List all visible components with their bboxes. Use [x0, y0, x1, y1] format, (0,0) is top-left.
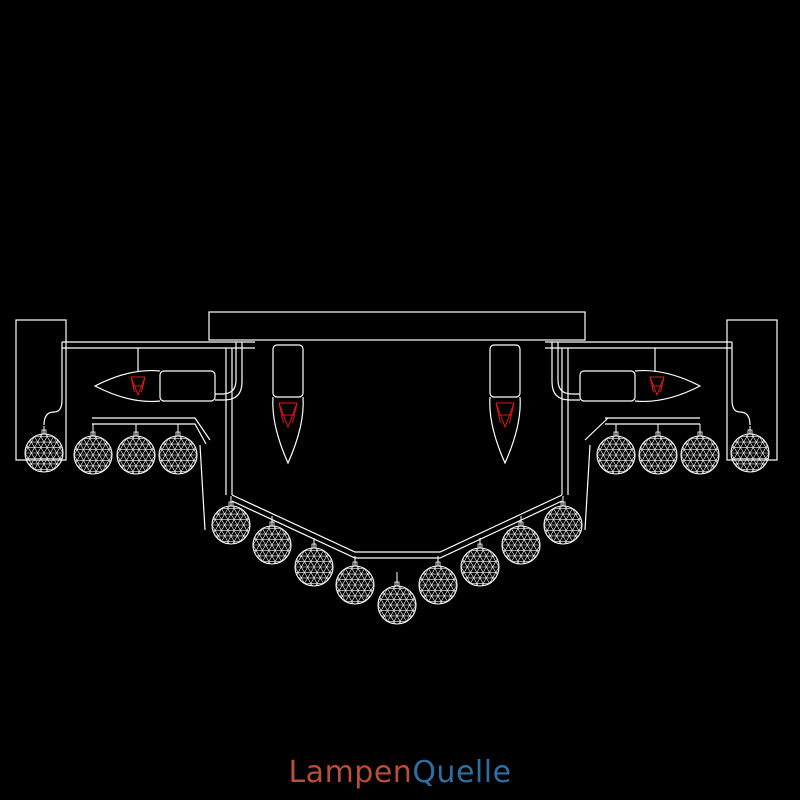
crystal-ball	[730, 426, 770, 473]
filament	[130, 376, 146, 397]
crystal-ball	[418, 556, 458, 605]
filament	[649, 376, 665, 397]
filament	[278, 402, 298, 429]
frame-arms	[43, 341, 751, 559]
crystal-ball	[460, 538, 500, 587]
horizontal-candle-bulb	[579, 369, 702, 403]
crystal-ball	[543, 496, 583, 545]
crystal-ball	[294, 538, 334, 587]
filament	[495, 402, 515, 429]
horizontal-candle-bulb	[93, 369, 216, 403]
candle-bulbs	[93, 344, 702, 465]
crystal-ball	[211, 496, 251, 545]
crystal-ball	[680, 424, 720, 475]
crystal-balls	[24, 424, 770, 625]
vertical-candle-bulb	[489, 344, 521, 465]
crystal-ball	[24, 426, 64, 473]
crystal-ball	[377, 572, 417, 625]
crystal-ball	[638, 424, 678, 475]
vertical-candle-bulb	[272, 344, 304, 465]
